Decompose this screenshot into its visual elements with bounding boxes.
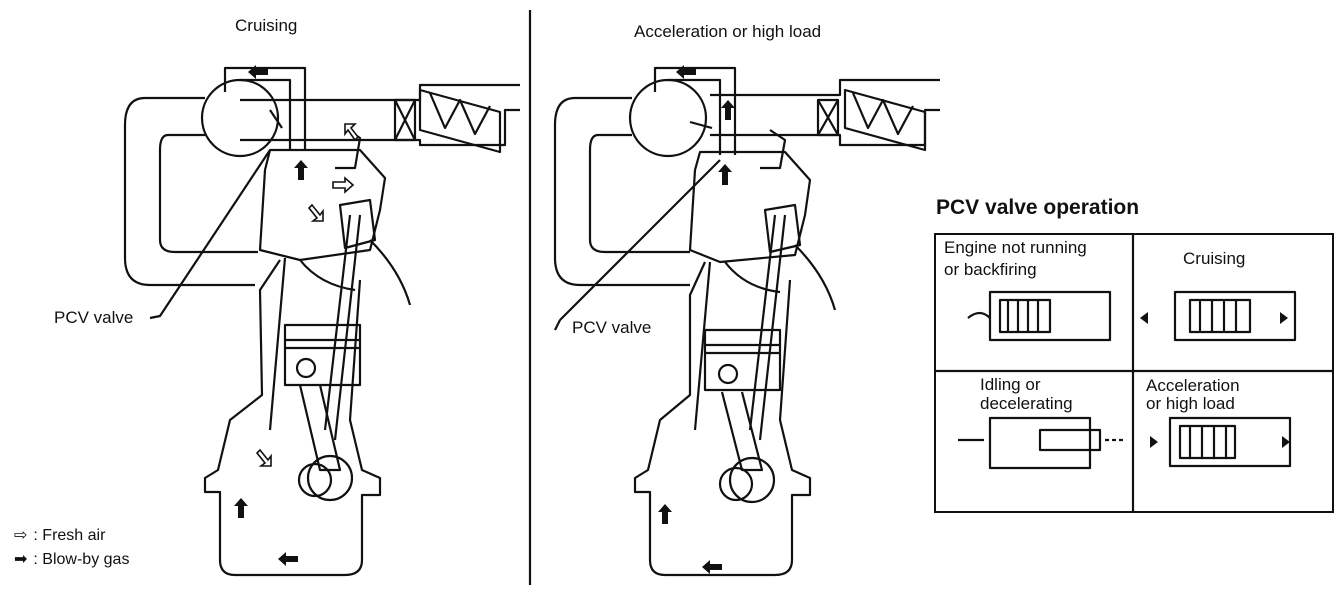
pcv-valve-label-right: PCV valve bbox=[572, 318, 652, 337]
blow-by-arrow-icon: ➡ bbox=[14, 551, 28, 568]
right-diagram-title: Acceleration or high load bbox=[634, 22, 822, 41]
cell-idling-line2: decelerating bbox=[980, 394, 1073, 413]
cell-acceleration-line1: Acceleration bbox=[1146, 376, 1240, 395]
valve-sketch-not-running bbox=[967, 290, 1112, 342]
cell-not-running-line2: or backfiring bbox=[944, 260, 1037, 279]
right-engine-drawing bbox=[553, 66, 940, 577]
cell-cruising: Cruising bbox=[1183, 249, 1246, 268]
blow-by-arrows bbox=[234, 65, 1290, 574]
pcv-pointer-right bbox=[554, 159, 721, 331]
left-diagram-title: Cruising bbox=[235, 16, 298, 35]
cell-idling-line1: Idling or bbox=[980, 375, 1041, 394]
fresh-air-arrow-icon: ⇨ bbox=[14, 527, 28, 544]
legend-fresh-air-text: : Fresh air bbox=[33, 527, 106, 544]
pcv-valve-label-left: PCV valve bbox=[54, 308, 134, 327]
pcv-pointer-left bbox=[149, 149, 271, 320]
pcv-operation-title: PCV valve operation bbox=[936, 196, 1140, 219]
legend-row-fresh-air: ⇨ : Fresh air bbox=[14, 524, 129, 548]
left-engine-drawing bbox=[123, 66, 520, 577]
legend: ⇨ : Fresh air ➡ : Blow-by gas bbox=[14, 524, 129, 572]
cell-acceleration-line2: or high load bbox=[1146, 394, 1235, 413]
pcv-operation-table bbox=[934, 233, 1334, 513]
legend-blow-by-text: : Blow-by gas bbox=[33, 551, 130, 568]
fresh-air-arrows bbox=[255, 123, 360, 467]
legend-row-blow-by: ➡ : Blow-by gas bbox=[14, 548, 129, 572]
valve-sketch-cruising bbox=[1173, 290, 1297, 342]
cell-not-running-line1: Engine not running bbox=[944, 238, 1087, 257]
valve-sketch-idling bbox=[958, 416, 1125, 470]
